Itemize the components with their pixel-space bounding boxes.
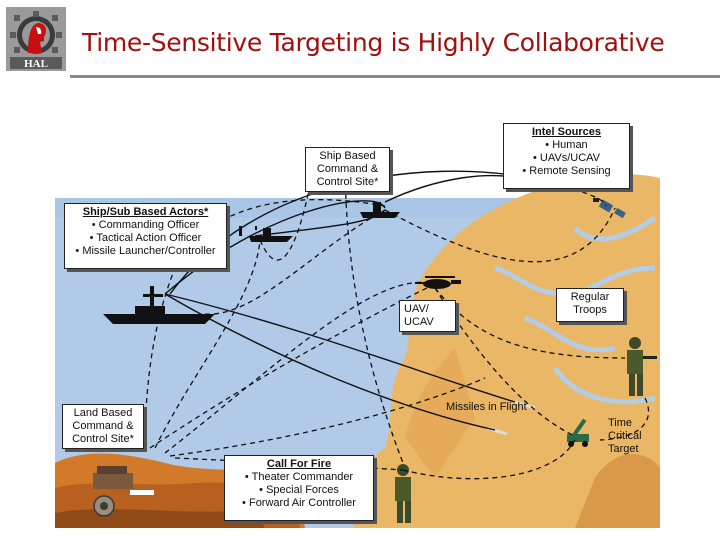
time-critical-target-label: Time Critical Target <box>608 417 642 456</box>
land-command-line: Command & <box>72 420 134 432</box>
target-label-line: Target <box>608 443 639 455</box>
title-divider <box>70 75 720 78</box>
intel-source-item: Remote Sensing <box>506 165 627 178</box>
ship-command-line: Command & <box>316 163 379 175</box>
call-for-fire-title: Call For Fire <box>266 458 332 470</box>
target-label-line: Time <box>608 417 633 429</box>
intel-source-item: Human <box>506 139 627 152</box>
actors-title: Ship/Sub Based Actors* <box>82 206 209 218</box>
land-command-line: Control Site* <box>72 433 134 445</box>
land-command-line: Land Based <box>73 407 133 419</box>
troops-line: Regular <box>570 291 610 303</box>
intel-sources-callout: Intel Sources Human UAVs/UCAV Remote Sen… <box>503 123 630 189</box>
uav-callout: UAV/ UCAV <box>399 300 456 332</box>
land-command-site-callout: Land Based Command & Control Site* <box>62 404 144 449</box>
actor-item: Commanding Officer <box>67 219 224 232</box>
slide-title: Time-Sensitive Targeting is Highly Colla… <box>82 28 665 57</box>
actor-item: Tactical Action Officer <box>67 232 224 245</box>
target-label-line: Critical <box>608 430 642 442</box>
ship-command-site-callout: Ship Based Command & Control Site* <box>305 147 390 192</box>
actor-item: Missile Launcher/Controller <box>67 245 224 258</box>
troops-line: Troops <box>573 304 607 316</box>
regular-troops-callout: Regular Troops <box>556 288 624 322</box>
uav-line: UCAV <box>404 316 434 328</box>
uav-line: UAV/ <box>404 303 429 315</box>
hal-logo: HAL <box>6 7 66 71</box>
call-for-fire-item: Theater Commander <box>227 471 371 484</box>
missiles-in-flight-label: Missiles in Flight <box>446 401 527 413</box>
call-for-fire-callout: Call For Fire Theater Commander Special … <box>224 455 374 521</box>
ship-command-line: Ship Based <box>319 150 376 162</box>
call-for-fire-item: Special Forces <box>227 484 371 497</box>
intel-source-item: UAVs/UCAV <box>506 152 627 165</box>
call-for-fire-item: Forward Air Controller <box>227 497 371 510</box>
soldier-icon <box>627 337 657 396</box>
logo-text: HAL <box>24 58 48 70</box>
intel-sources-title: Intel Sources <box>531 126 602 138</box>
ship-command-line: Control Site* <box>316 176 379 188</box>
ship-sub-actors-callout: Ship/Sub Based Actors* Commanding Office… <box>64 203 227 269</box>
